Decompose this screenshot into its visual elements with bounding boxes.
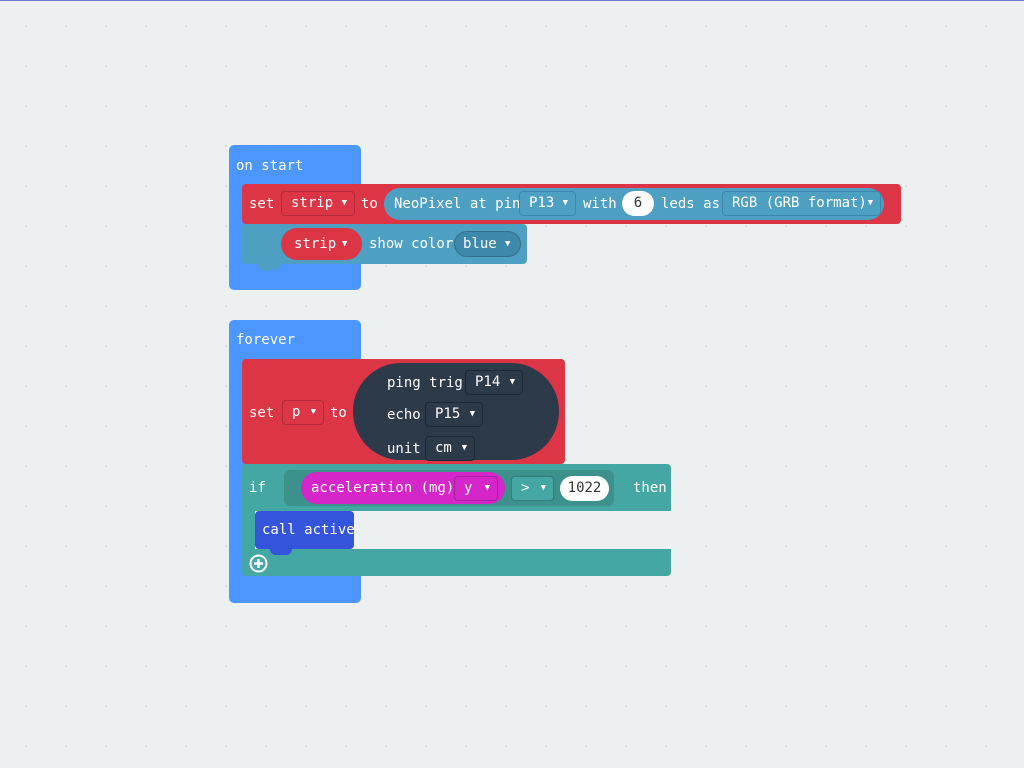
unit-dropdown[interactable]: cm▼ bbox=[425, 436, 475, 461]
echo-label: echo bbox=[387, 407, 421, 423]
pin-dropdown-p13[interactable]: P13▼ bbox=[519, 191, 576, 216]
chevron-down-icon: ▼ bbox=[461, 443, 467, 453]
then-label: then bbox=[633, 480, 667, 496]
color-dropdown-blue[interactable]: blue ▼ bbox=[454, 231, 521, 257]
rgb-mode-dropdown[interactable]: RGB (GRB format)▼ bbox=[722, 191, 881, 216]
echo-pin-dropdown[interactable]: P15▼ bbox=[425, 402, 483, 427]
ping-sonar-block[interactable]: ping trig P14▼ echo P15▼ unit cm▼ bbox=[353, 363, 559, 461]
neopixel-prefix-label: NeoPixel at pin bbox=[394, 196, 521, 212]
chevron-down-icon: ▼ bbox=[484, 483, 490, 493]
axis-dropdown[interactable]: y▼ bbox=[454, 476, 498, 501]
chevron-down-icon: ▼ bbox=[310, 407, 316, 417]
chevron-down-icon: ▼ bbox=[342, 239, 348, 249]
block-connector-notch bbox=[258, 264, 280, 270]
neopixel-create-block[interactable]: NeoPixel at pin P13▼ with 6 leds as RGB … bbox=[384, 188, 884, 220]
set-label: set bbox=[249, 405, 275, 421]
strip-variable-dropdown[interactable]: strip▼ bbox=[281, 191, 355, 216]
if-label: if bbox=[249, 480, 266, 496]
chevron-down-icon: ▼ bbox=[867, 198, 873, 208]
show-color-block[interactable]: strip ▼ show color blue ▼ bbox=[242, 224, 527, 264]
chevron-down-icon: ▼ bbox=[341, 198, 347, 208]
chevron-down-icon: ▼ bbox=[509, 377, 515, 387]
chevron-down-icon: ▼ bbox=[505, 239, 511, 249]
forever-label: forever bbox=[236, 332, 296, 348]
on-start-label: on start bbox=[236, 158, 304, 174]
with-label: with bbox=[583, 196, 617, 212]
set-p-block[interactable]: set p▼ to ping trig P14▼ echo P15▼ unit … bbox=[242, 359, 565, 464]
p-variable-dropdown[interactable]: p▼ bbox=[282, 400, 324, 425]
acceleration-block[interactable]: acceleration (mg) y▼ bbox=[301, 472, 505, 504]
ping-trig-label: ping trig bbox=[387, 375, 463, 391]
leds-as-label: leds as bbox=[661, 196, 721, 212]
add-else-icon[interactable] bbox=[249, 554, 268, 573]
block-connector-notch bbox=[270, 549, 292, 555]
strip-variable-reporter[interactable]: strip ▼ bbox=[281, 228, 362, 260]
set-label: set bbox=[249, 196, 275, 212]
set-strip-block[interactable]: set strip▼ to NeoPixel at pin P13▼ with … bbox=[242, 184, 901, 224]
chevron-down-icon: ▼ bbox=[540, 483, 546, 493]
chevron-down-icon: ▼ bbox=[469, 409, 475, 419]
unit-label: unit bbox=[387, 441, 421, 457]
call-active-block[interactable]: call active bbox=[255, 511, 355, 549]
to-label: to bbox=[361, 196, 378, 212]
workspace-top-border bbox=[0, 0, 1024, 1]
to-label: to bbox=[330, 405, 347, 421]
led-count-input[interactable]: 6 bbox=[622, 191, 654, 216]
comparison-block[interactable]: acceleration (mg) y▼ >▼ 1022 bbox=[284, 470, 614, 506]
chevron-down-icon: ▼ bbox=[562, 198, 568, 208]
operator-dropdown[interactable]: >▼ bbox=[511, 476, 554, 501]
if-block[interactable]: if acceleration (mg) y▼ >▼ 1022 then cal… bbox=[242, 464, 671, 576]
threshold-input[interactable]: 1022 bbox=[560, 476, 609, 501]
trig-pin-dropdown[interactable]: P14▼ bbox=[465, 370, 523, 395]
show-color-label: show color bbox=[369, 236, 454, 252]
